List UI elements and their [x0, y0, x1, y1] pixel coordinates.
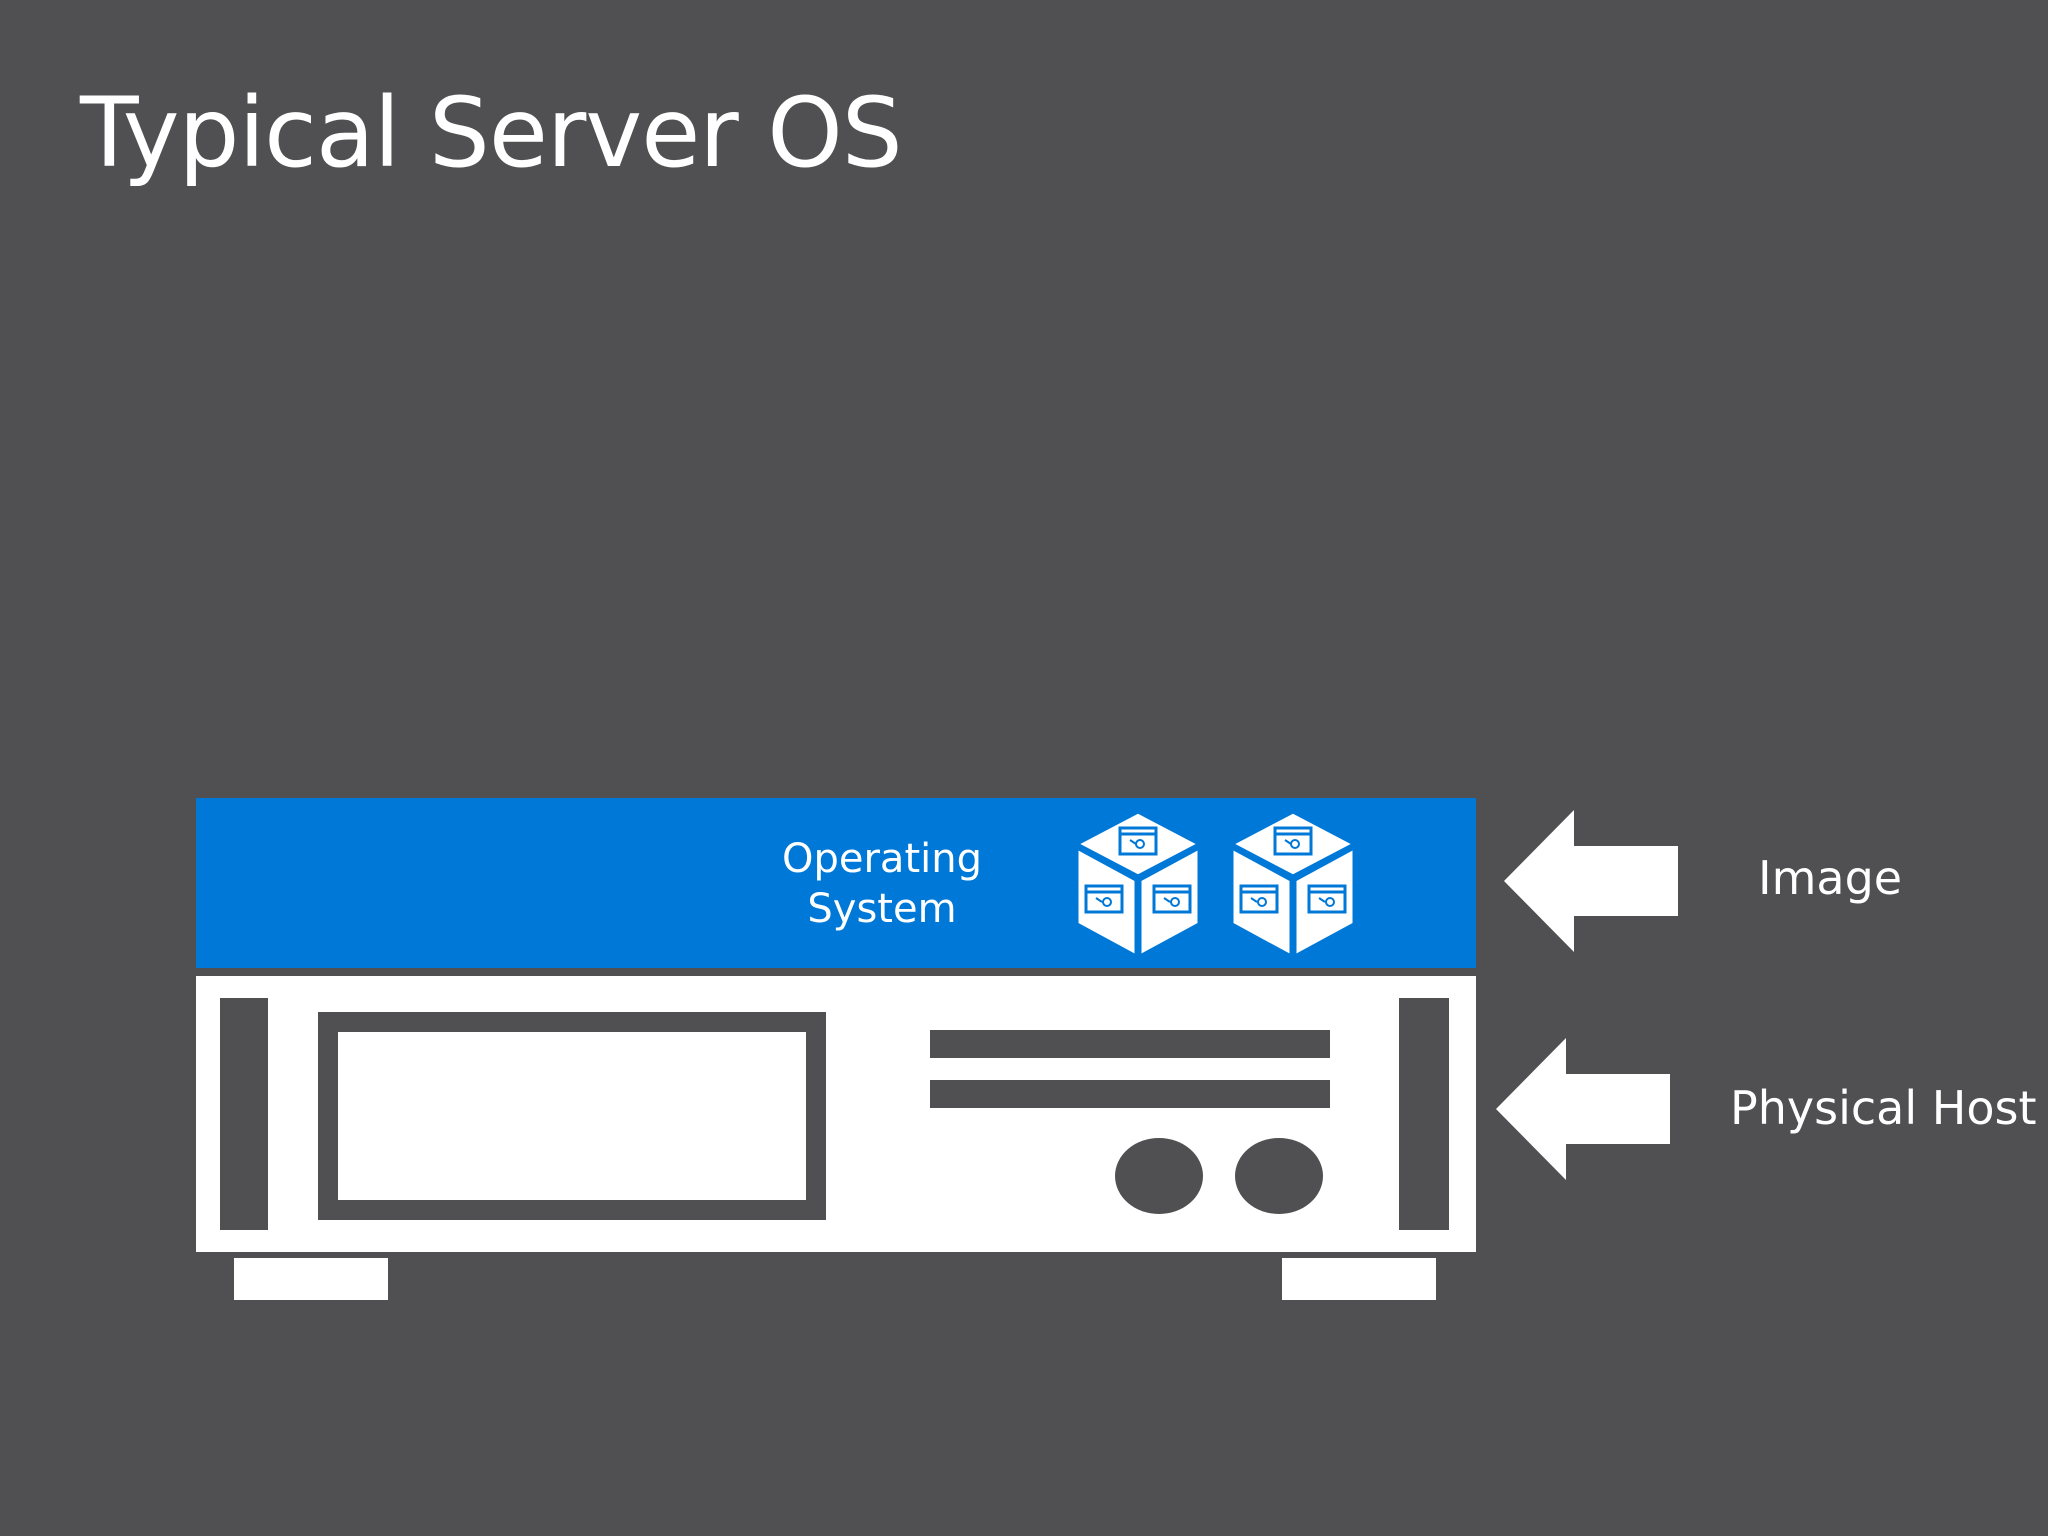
host-left-rail: [220, 998, 268, 1230]
host-foot-left: [234, 1258, 388, 1300]
operating-system-label-line2: System: [807, 886, 957, 932]
operating-system-label-line1: Operating: [782, 836, 982, 882]
host-button: [1115, 1138, 1203, 1214]
host-button: [1235, 1138, 1323, 1214]
operating-system-layer: Operating System: [196, 798, 1476, 968]
slide-title: Typical Server OS: [80, 77, 903, 189]
host-foot-right: [1282, 1258, 1436, 1300]
host-panel: [318, 1012, 826, 1220]
physical-host-label: Physical Host: [1730, 1081, 2037, 1135]
image-label: Image: [1758, 851, 1903, 905]
image-pointer-arrow-icon: [1504, 810, 1678, 952]
host-pointer-arrow-icon: [1496, 1038, 1670, 1180]
host-right-rail: [1399, 998, 1449, 1230]
app-package-cube-icon: [1075, 810, 1201, 958]
server-chassis-icon: [196, 976, 1476, 1300]
app-package-cube-icon: [1230, 810, 1356, 958]
host-drive-bay: [930, 1030, 1330, 1058]
host-drive-bay: [930, 1080, 1330, 1108]
app-cubes: [1075, 810, 1356, 958]
operating-system-label: Operating System: [732, 834, 1032, 934]
